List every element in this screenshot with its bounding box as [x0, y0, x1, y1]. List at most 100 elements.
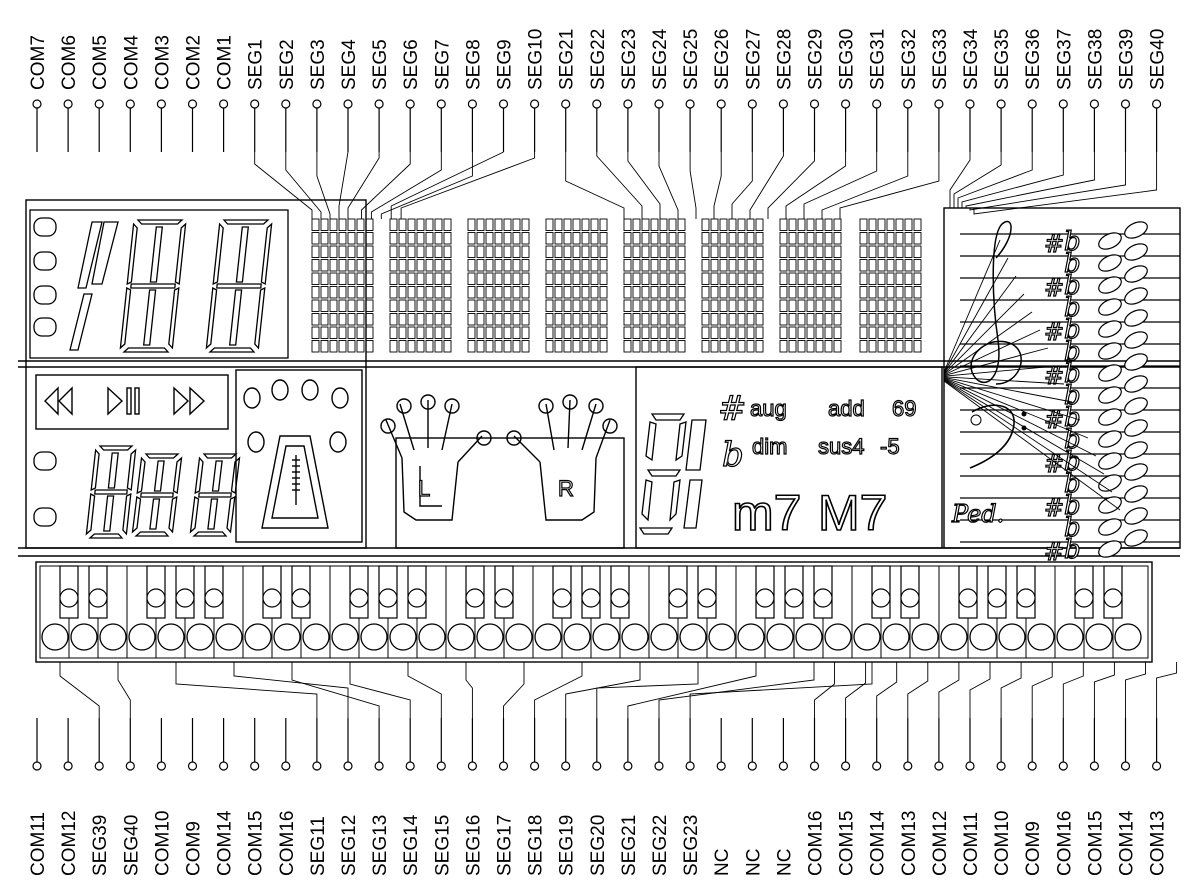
top-pin: SEG26	[712, 29, 733, 152]
matrix-cell	[913, 340, 922, 353]
matrix-cell	[389, 272, 398, 285]
bottom-pin-terminal	[156, 761, 166, 771]
trace	[953, 152, 1002, 208]
top-pin-terminal	[996, 99, 1006, 109]
white-key-indicator	[360, 623, 388, 651]
digit-segment	[211, 460, 223, 492]
top-pin-label: SEG28	[774, 29, 795, 90]
trace	[370, 152, 442, 219]
matrix-cell	[485, 299, 494, 312]
bottom-pin-label: COM14	[215, 810, 236, 876]
matrix-cell	[365, 218, 374, 231]
matrix-cell	[815, 299, 824, 312]
matrix-cell	[746, 245, 755, 258]
bottom-pin-terminal	[1027, 761, 1037, 771]
black-key-indicator	[494, 588, 514, 608]
flat-symbol: b	[1064, 469, 1081, 499]
bottom-pin-terminal	[529, 761, 540, 771]
matrix-cell	[895, 313, 904, 326]
matrix-cell	[815, 272, 824, 285]
matrix-cell	[311, 313, 320, 326]
top-pin-label: SEG10	[526, 29, 547, 90]
matrix-cell	[599, 313, 608, 326]
matrix-cell	[590, 313, 599, 326]
bottom-pin-label: SEG20	[588, 815, 609, 876]
matrix-cell	[407, 245, 416, 258]
matrix-cell	[398, 326, 407, 339]
matrix-cell	[311, 232, 320, 245]
matrix-cell	[859, 299, 868, 312]
bottom-pin-terminal	[592, 761, 602, 771]
matrix-cell	[895, 232, 904, 245]
trace	[938, 662, 960, 718]
matrix-cell	[443, 259, 452, 272]
matrix-cell	[755, 313, 764, 326]
matrix-cell	[320, 286, 329, 299]
bottom-pin-terminal	[94, 761, 104, 771]
matrix-cell	[877, 299, 886, 312]
matrix-cell	[338, 259, 347, 272]
trace	[627, 662, 757, 718]
matrix-cell	[641, 340, 650, 353]
top-pin: SEG35	[992, 29, 1013, 152]
bottom-pin-label: SEG13	[370, 815, 391, 876]
matrix-cell	[779, 326, 788, 339]
sharp-symbol: #	[1044, 318, 1064, 346]
digit-segment	[126, 448, 137, 492]
matrix-cell	[668, 299, 677, 312]
top-pin-terminal	[250, 99, 260, 109]
matrix-cell	[710, 299, 719, 312]
sharp-symbol: #	[1044, 274, 1064, 302]
matrix-cell	[467, 232, 476, 245]
matrix-cell	[338, 232, 347, 245]
matrix-cell	[389, 313, 398, 326]
matrix-cell	[407, 299, 416, 312]
matrix-cell	[329, 313, 338, 326]
trace	[749, 152, 784, 219]
matrix-cell	[859, 313, 868, 326]
matrix-cell	[563, 313, 572, 326]
bottom-pin-label: COM13	[899, 811, 920, 876]
trace	[821, 152, 909, 219]
matrix-cell	[365, 232, 374, 245]
digit-segment	[189, 495, 200, 534]
pedal-mark: Ped.	[951, 500, 1004, 528]
digit-segment	[228, 289, 243, 346]
black-key-indicator	[204, 588, 224, 608]
top-pin-label: SEG36	[1023, 29, 1044, 90]
matrix-cell	[824, 313, 833, 326]
matrix-cell	[467, 299, 476, 312]
chord-root-digit	[638, 413, 707, 535]
bottom-pin: COM10	[152, 718, 173, 876]
matrix-cell	[719, 286, 728, 299]
trace	[503, 662, 525, 718]
white-key-indicator	[447, 623, 475, 651]
matrix-cell	[347, 218, 356, 231]
white-key-indicator	[505, 623, 533, 651]
matrix-cell	[737, 286, 746, 299]
top-pin-terminal	[343, 99, 353, 109]
matrix-cell	[659, 272, 668, 285]
flat-symbol: b	[1064, 315, 1081, 345]
matrix-cell	[815, 245, 824, 258]
note-head	[1124, 265, 1148, 283]
top-pin-label: COM7	[28, 35, 49, 90]
bottom-pin-label: COM16	[806, 811, 827, 876]
matrix-cell	[338, 313, 347, 326]
bottom-pin-terminal	[1151, 761, 1162, 771]
bottom-pin-label: SEG23	[681, 815, 702, 876]
bottom-pin-terminal	[125, 761, 135, 771]
top-pin: SEG6	[401, 39, 422, 152]
hand-display: L R	[380, 394, 625, 549]
bottom-pin: SEG20	[588, 718, 609, 876]
black-key-indicator	[581, 588, 601, 608]
matrix-cell	[632, 259, 641, 272]
trace	[969, 152, 1126, 211]
matrix-cell	[476, 326, 485, 339]
matrix-cell	[815, 313, 824, 326]
top-pin-label: SEG22	[588, 29, 609, 90]
matrix-cell	[746, 326, 755, 339]
matrix-cell	[737, 340, 746, 353]
black-key-indicator	[784, 588, 804, 608]
bottom-pin-label: SEG16	[463, 815, 484, 876]
